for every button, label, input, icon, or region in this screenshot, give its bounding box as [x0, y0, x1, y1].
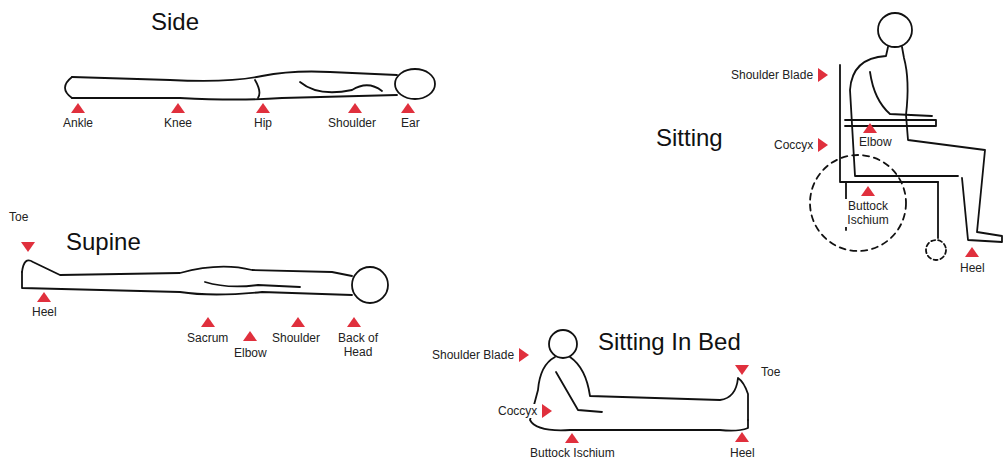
pressure-point-label: Ear [400, 116, 421, 130]
pressure-point-label: Shoulder [271, 331, 321, 345]
pressure-markers [21, 68, 979, 443]
position-title: Sitting In Bed [597, 328, 742, 356]
pressure-point-label: Heel [959, 261, 986, 275]
pressure-point-label: Shoulder [327, 116, 377, 130]
position-title: Side [150, 8, 200, 36]
pressure-point-label: Toe [8, 210, 29, 224]
pressure-point-label: Back of Head [335, 331, 381, 359]
pressure-point-label: Elbow [233, 346, 268, 360]
pressure-point-label: Sacrum [186, 331, 229, 345]
pressure-point-label: Shoulder Blade [730, 68, 814, 82]
pressure-point-label: Elbow [858, 135, 893, 149]
position-title: Supine [65, 228, 142, 256]
pressure-point-label: Heel [31, 305, 58, 319]
pressure-point-label: Buttock Ischium [839, 199, 897, 227]
supine-figure [22, 260, 388, 303]
pressure-point-label: Buttock Ischium [529, 446, 616, 460]
side-lying-figure [65, 69, 435, 100]
pressure-point-label: Shoulder Blade [431, 348, 515, 362]
pressure-point-label: Knee [163, 116, 193, 130]
position-title: Sitting [655, 124, 724, 152]
pressure-point-label: Toe [760, 365, 781, 379]
pressure-point-label: Hip [253, 116, 273, 130]
pressure-point-label: Coccyx [497, 404, 538, 418]
wheelchair-figure [810, 13, 1002, 260]
pressure-point-label: Heel [729, 446, 756, 460]
pressure-point-label: Coccyx [773, 138, 814, 152]
pressure-point-label: Ankle [62, 116, 94, 130]
